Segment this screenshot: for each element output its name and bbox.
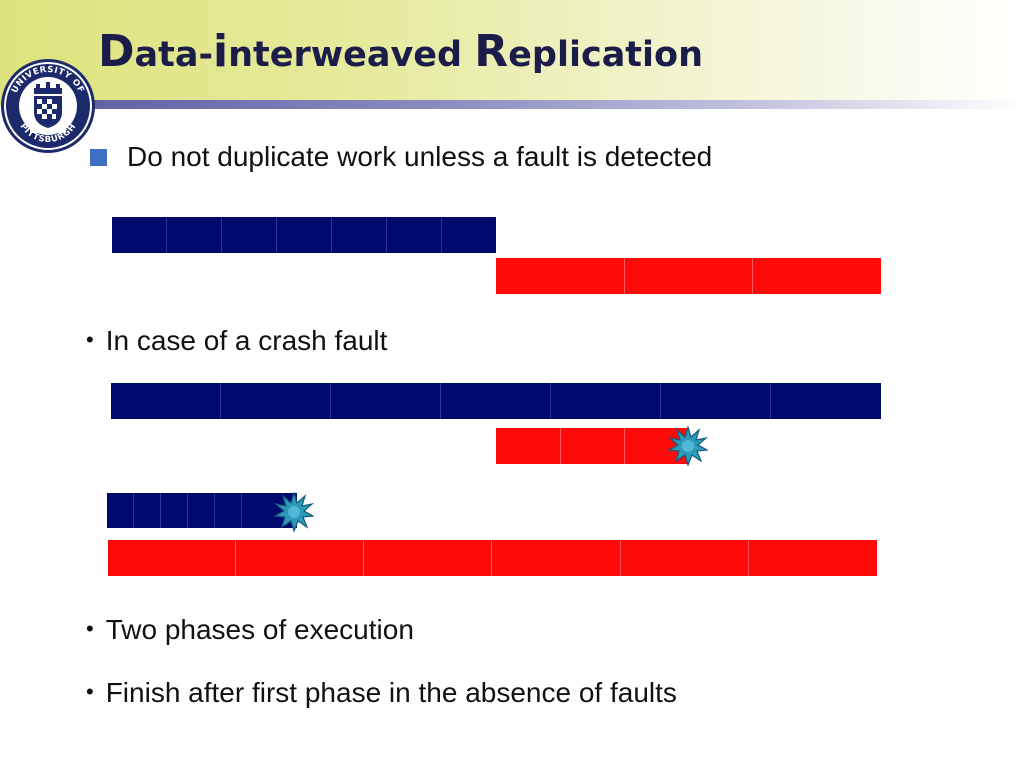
bar-segment [441, 383, 551, 419]
bullet-crash: • In case of a crash fault [86, 325, 387, 357]
second-replica-bar [108, 540, 877, 576]
bullet-finish-text: Finish after first phase in the absence … [105, 677, 677, 708]
bar-segment [561, 428, 625, 464]
crash-primary-bar [111, 383, 881, 419]
square-bullet-icon [90, 148, 107, 166]
title-cap-i: i [213, 26, 229, 77]
title-rest-2: nterweaved [228, 35, 475, 75]
bar-segment [167, 217, 222, 253]
bar-segment [236, 540, 364, 576]
fault-burst-icon [668, 426, 708, 466]
title-banner [0, 0, 1024, 106]
bar-segment [387, 217, 442, 253]
bullet-phases-text: Two phases of execution [105, 614, 414, 645]
bar-segment [621, 540, 749, 576]
crash-replica-bar [496, 428, 689, 464]
bar-segment [215, 493, 242, 528]
fault-burst-icon [274, 492, 314, 532]
title-cap-r: R [474, 26, 509, 77]
normal-replica-bar [496, 258, 881, 294]
bar-segment [442, 217, 496, 253]
bar-segment [492, 540, 621, 576]
bullet-dot-icon: • [86, 679, 94, 704]
bar-segment [111, 383, 221, 419]
bar-segment [112, 217, 167, 253]
title-cap-d: D [98, 26, 135, 77]
bar-segment [753, 258, 881, 294]
bullet-dot-icon: • [86, 327, 94, 352]
bar-segment [222, 217, 277, 253]
bar-segment [134, 493, 161, 528]
bar-segment [551, 383, 661, 419]
bullet-main: Do not duplicate work unless a fault is … [86, 141, 712, 173]
title-underline [60, 100, 1024, 109]
bullet-crash-text: In case of a crash fault [105, 325, 388, 356]
bar-segment [107, 493, 134, 528]
university-seal-icon: UNIVERSITY OF PITTSBURGH [1, 59, 95, 153]
bar-segment [661, 383, 771, 419]
bullet-finish: • Finish after first phase in the absenc… [86, 677, 677, 709]
title-rest-3: eplication [508, 35, 703, 75]
bar-segment [749, 540, 877, 576]
normal-primary-bar [112, 217, 496, 253]
bar-segment [625, 258, 753, 294]
bullet-dot-icon: • [86, 616, 94, 641]
bar-segment [161, 493, 188, 528]
bar-segment [108, 540, 236, 576]
bar-segment [277, 217, 332, 253]
bullet-main-text: Do not duplicate work unless a fault is … [127, 141, 713, 172]
bullet-phases: • Two phases of execution [86, 614, 414, 646]
slide-title: Data-interweaved Replication [98, 26, 703, 77]
bar-segment [188, 493, 215, 528]
bar-segment [364, 540, 492, 576]
bar-segment [496, 428, 561, 464]
bar-segment [332, 217, 387, 253]
bar-segment [331, 383, 441, 419]
title-rest-1: ata- [134, 35, 214, 75]
bar-segment [221, 383, 331, 419]
bar-segment [496, 258, 625, 294]
bar-segment [771, 383, 881, 419]
second-primary-bar [107, 493, 297, 528]
